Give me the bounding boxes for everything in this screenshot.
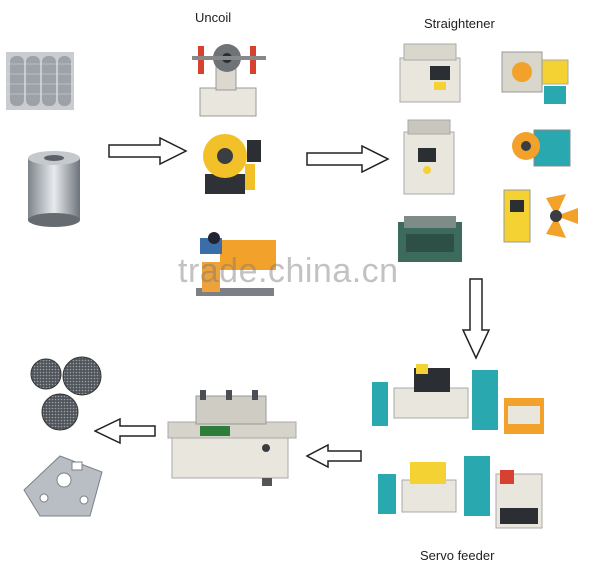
die-cutting-machine-icon xyxy=(166,388,298,488)
uncoiler-machine-icon xyxy=(190,28,272,120)
watermark-text: trade.china.cn xyxy=(178,252,399,290)
straightener-label: Straightener xyxy=(424,16,495,31)
servo-feeder-machine-icon xyxy=(370,358,550,442)
straightener-machine-icon xyxy=(396,214,464,264)
arrow-to-servo-feeder xyxy=(462,278,490,360)
servo-feeder-machine-icon xyxy=(376,452,552,534)
straightener-machine-icon xyxy=(508,120,574,172)
finished-filter-disc-icon xyxy=(30,356,102,432)
arrow-to-straightener xyxy=(306,145,390,173)
arrow-to-finished-products xyxy=(94,418,156,444)
arrow-to-die-cutting xyxy=(306,444,362,468)
uncoiler-machine-icon xyxy=(190,222,280,310)
straightener-machine-icon xyxy=(400,118,458,198)
straightener-machine-icon xyxy=(500,186,580,248)
uncoiler-machine-icon xyxy=(195,128,267,198)
raw-material-coil-icon xyxy=(24,150,84,228)
straightener-machine-icon xyxy=(394,38,466,108)
servo-feeder-label: Servo feeder xyxy=(420,548,495,563)
straightener-machine-icon xyxy=(498,44,576,108)
raw-material-mesh-icon xyxy=(6,52,74,110)
arrow-to-uncoil xyxy=(108,136,188,166)
finished-stamped-part-icon xyxy=(20,450,106,522)
uncoil-label: Uncoil xyxy=(195,10,232,25)
